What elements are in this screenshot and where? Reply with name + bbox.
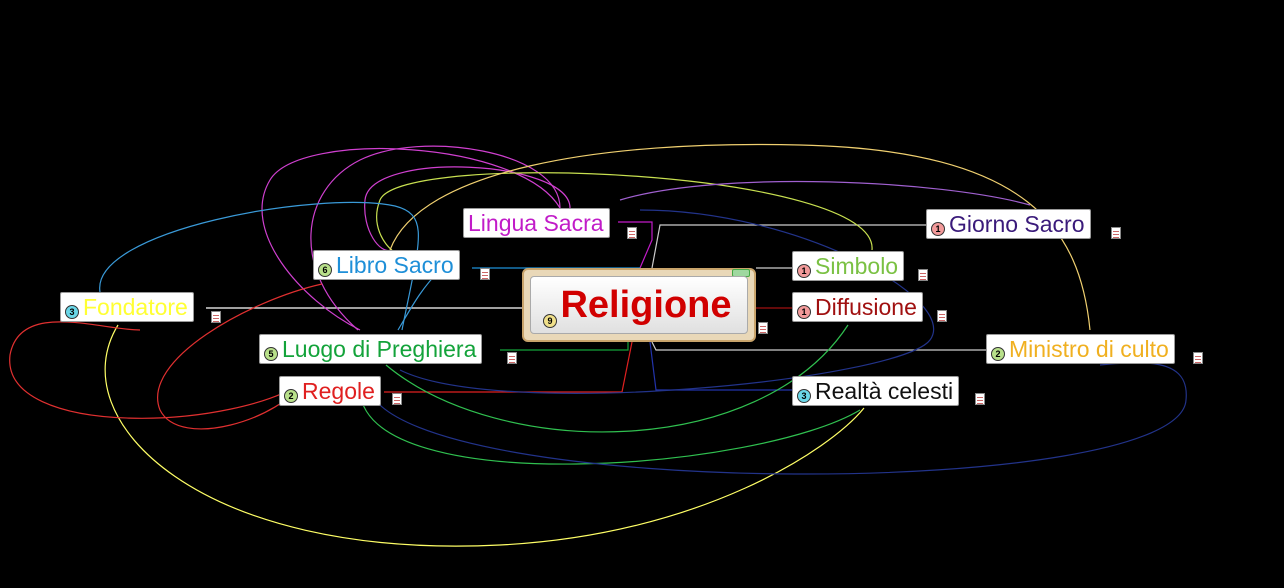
topic-label: Libro Sacro — [336, 252, 454, 278]
topic-count-badge: 2 — [284, 389, 298, 403]
topic-label: Fondatore — [83, 294, 188, 320]
topic-giorno-sacro[interactable]: 1 Giorno Sacro — [926, 209, 1091, 239]
topic-libro-sacro[interactable]: 6 Libro Sacro — [313, 250, 460, 280]
branch-line-giorno — [651, 224, 926, 269]
relation-curve-yellow-bottom — [104, 324, 865, 547]
branch-line-realta — [649, 341, 792, 391]
relation-curve-magenta-3 — [261, 148, 561, 331]
topic-label: Diffusione — [815, 294, 917, 320]
note-icon-fondatore[interactable] — [211, 311, 221, 323]
central-topic-religione[interactable]: 9 Religione — [522, 268, 756, 342]
note-icon-regole[interactable] — [392, 393, 402, 405]
topic-label: Lingua Sacra — [468, 210, 604, 236]
central-topic-note-icon[interactable] — [758, 322, 768, 334]
note-icon-libro-sacro[interactable] — [480, 268, 490, 280]
relation-curve-green-2 — [385, 324, 849, 433]
topic-count-badge: 2 — [991, 347, 1005, 361]
topic-count-badge: 1 — [797, 264, 811, 278]
central-topic-box: 9 Religione — [530, 276, 748, 334]
topic-count-badge: 6 — [318, 263, 332, 277]
relation-curve-lime — [376, 172, 873, 251]
relation-curve-magenta-2 — [364, 166, 571, 252]
note-icon-realta-celesti[interactable] — [975, 393, 985, 405]
topic-count-badge: 1 — [797, 305, 811, 319]
topic-label: Ministro di culto — [1009, 336, 1169, 362]
topic-fondatore[interactable]: 3 Fondatore — [60, 292, 194, 322]
note-icon-ministro-di-culto[interactable] — [1193, 352, 1203, 364]
topic-lingua-sacra[interactable]: Lingua Sacra — [463, 208, 610, 238]
topic-label: Regole — [302, 378, 375, 404]
note-icon-simbolo[interactable] — [918, 269, 928, 281]
topic-simbolo[interactable]: 1 Simbolo — [792, 251, 905, 281]
topic-label: Luogo di Preghiera — [282, 336, 477, 362]
note-icon-giorno-sacro[interactable] — [1111, 227, 1121, 239]
relation-curve-navy-2 — [399, 209, 935, 394]
branch-line-lingua — [618, 221, 653, 269]
topic-ministro-di-culto[interactable]: 2 Ministro di culto — [986, 334, 1175, 364]
topic-count-badge: 1 — [931, 222, 945, 236]
note-icon-luogo-di-preghiera[interactable] — [507, 352, 517, 364]
central-topic-count-badge: 9 — [543, 314, 557, 328]
topic-count-badge: 5 — [264, 347, 278, 361]
topic-regole[interactable]: 2 Regole — [279, 376, 381, 406]
relation-curve-green-1 — [359, 391, 861, 465]
topic-label: Giorno Sacro — [949, 211, 1085, 237]
topic-count-badge: 3 — [797, 389, 811, 403]
note-icon-lingua-sacra[interactable] — [627, 227, 637, 239]
relation-curve-red-2 — [157, 283, 323, 430]
relation-curve-purple — [619, 180, 1031, 206]
branch-line-luogo — [500, 342, 629, 351]
topic-realta-celesti[interactable]: 3 Realtà celesti — [792, 376, 960, 406]
topic-diffusione[interactable]: 1 Diffusione — [792, 292, 923, 322]
relationship-curves — [9, 143, 1187, 547]
topic-label: Simbolo — [815, 253, 899, 279]
note-icon-diffusione[interactable] — [937, 310, 947, 322]
relation-curve-red-1 — [9, 321, 307, 419]
topic-luogo-di-preghiera[interactable]: 5 Luogo di Preghiera — [259, 334, 483, 364]
relation-curve-navy-1 — [369, 362, 1187, 475]
topic-label: Realtà celesti — [815, 378, 954, 404]
relation-curve-yellow-top — [389, 143, 1091, 331]
topic-count-badge: 3 — [65, 305, 79, 319]
branch-line-ministro — [651, 341, 986, 351]
central-topic-label: Religione — [560, 283, 732, 326]
